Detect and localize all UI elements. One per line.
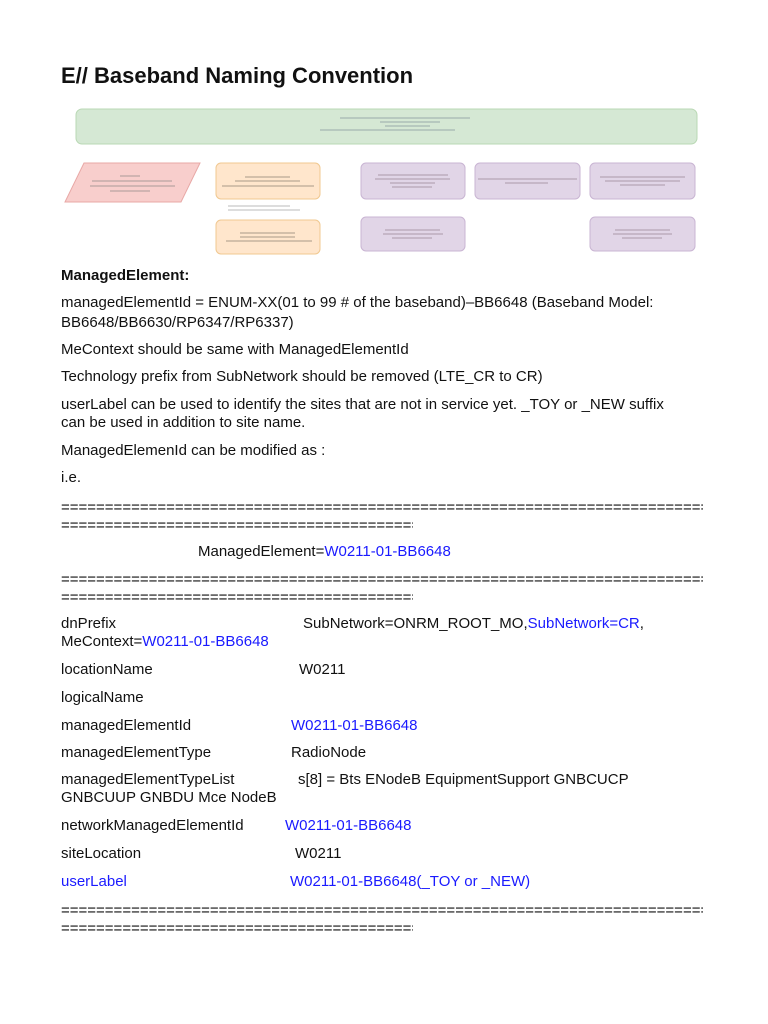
page-title: E// Baseband Naming Convention — [61, 63, 414, 88]
paragraph: can be used in addition to site name. — [61, 414, 306, 431]
paragraph: ManagedElemenId can be modified as : — [61, 442, 326, 459]
attr-label-sitelocation: siteLocation — [61, 845, 142, 862]
attr-label-networkmanagedelementid: networkManagedElementId — [61, 817, 244, 834]
diagram-root-box — [75, 108, 698, 145]
attr-value-managedelementtypelist: s[8] = Bts ENodeB EquipmentSupport GNBCU… — [298, 771, 629, 788]
paragraph: managedElementId = ENUM-XX(01 to 99 # of… — [61, 294, 654, 311]
section-heading: ManagedElement: — [61, 267, 190, 284]
separator: ========================================… — [61, 517, 413, 534]
dnprefix-comma: , — [639, 615, 644, 632]
mecontext-value: W0211-01-BB6648 — [142, 633, 269, 650]
attr-value-dnprefix-cont: MeContext=W0211-01-BB6648 — [61, 633, 269, 651]
managed-element-prefix: ManagedElement= — [198, 543, 325, 560]
attr-label-logicalname: logicalName — [61, 689, 144, 706]
separator: ========================================… — [61, 571, 703, 588]
attr-label-dnprefix: dnPrefix — [61, 615, 117, 632]
separator: ========================================… — [61, 589, 413, 606]
separator: ========================================… — [61, 920, 413, 937]
attr-label-locationname: locationName — [61, 661, 153, 678]
paragraph: BB6648/BB6630/RP6347/RP6337) — [61, 314, 294, 331]
managed-element-value: W0211-01-BB6648 — [324, 543, 451, 560]
managed-element-line: ManagedElement=W0211-01-BB6648 — [198, 543, 451, 561]
mo-hierarchy-diagram — [64, 108, 698, 255]
attr-value-managedelementid: W0211-01-BB6648 — [291, 717, 418, 734]
diagram-orange-box-2 — [215, 219, 321, 255]
attr-value-networkmanagedelementid: W0211-01-BB6648 — [285, 817, 412, 834]
diagram-orange-box-1 — [215, 162, 321, 200]
attr-label-managedelementid: managedElementId — [61, 717, 192, 734]
mecontext-prefix: MeContext= — [61, 633, 143, 650]
paragraph: userLabel can be used to identify the si… — [61, 396, 664, 413]
attr-value-sitelocation: W0211 — [295, 845, 342, 862]
attr-value-locationname: W0211 — [299, 661, 346, 678]
dnprefix-part: SubNetwork=ONRM_ROOT_MO, — [303, 615, 528, 632]
diagram-note — [228, 205, 300, 211]
diagram-pink-box — [64, 162, 201, 203]
attr-value-managedelementtypelist-cont: GNBCUUP GNBDU Mce NodeB — [61, 789, 277, 806]
attr-value-userlabel: W0211-01-BB6648(_TOY or _NEW) — [290, 873, 531, 890]
attr-value-dnprefix: SubNetwork=ONRM_ROOT_MO,SubNetwork=CR, — [303, 615, 644, 633]
separator: ========================================… — [61, 902, 703, 919]
diagram-purple-boxes — [360, 162, 696, 252]
paragraph: i.e. — [61, 469, 82, 486]
attr-label-userlabel: userLabel — [61, 873, 127, 890]
attr-label-managedelementtype: managedElementType — [61, 744, 212, 761]
dnprefix-subnetwork: SubNetwork=CR — [527, 615, 640, 632]
attr-value-managedelementtype: RadioNode — [291, 744, 367, 761]
separator: ========================================… — [61, 499, 703, 516]
paragraph: Technology prefix from SubNetwork should… — [61, 368, 543, 385]
attr-label-managedelementtypelist: managedElementTypeList — [61, 771, 235, 788]
paragraph: MeContext should be same with ManagedEle… — [61, 341, 409, 358]
